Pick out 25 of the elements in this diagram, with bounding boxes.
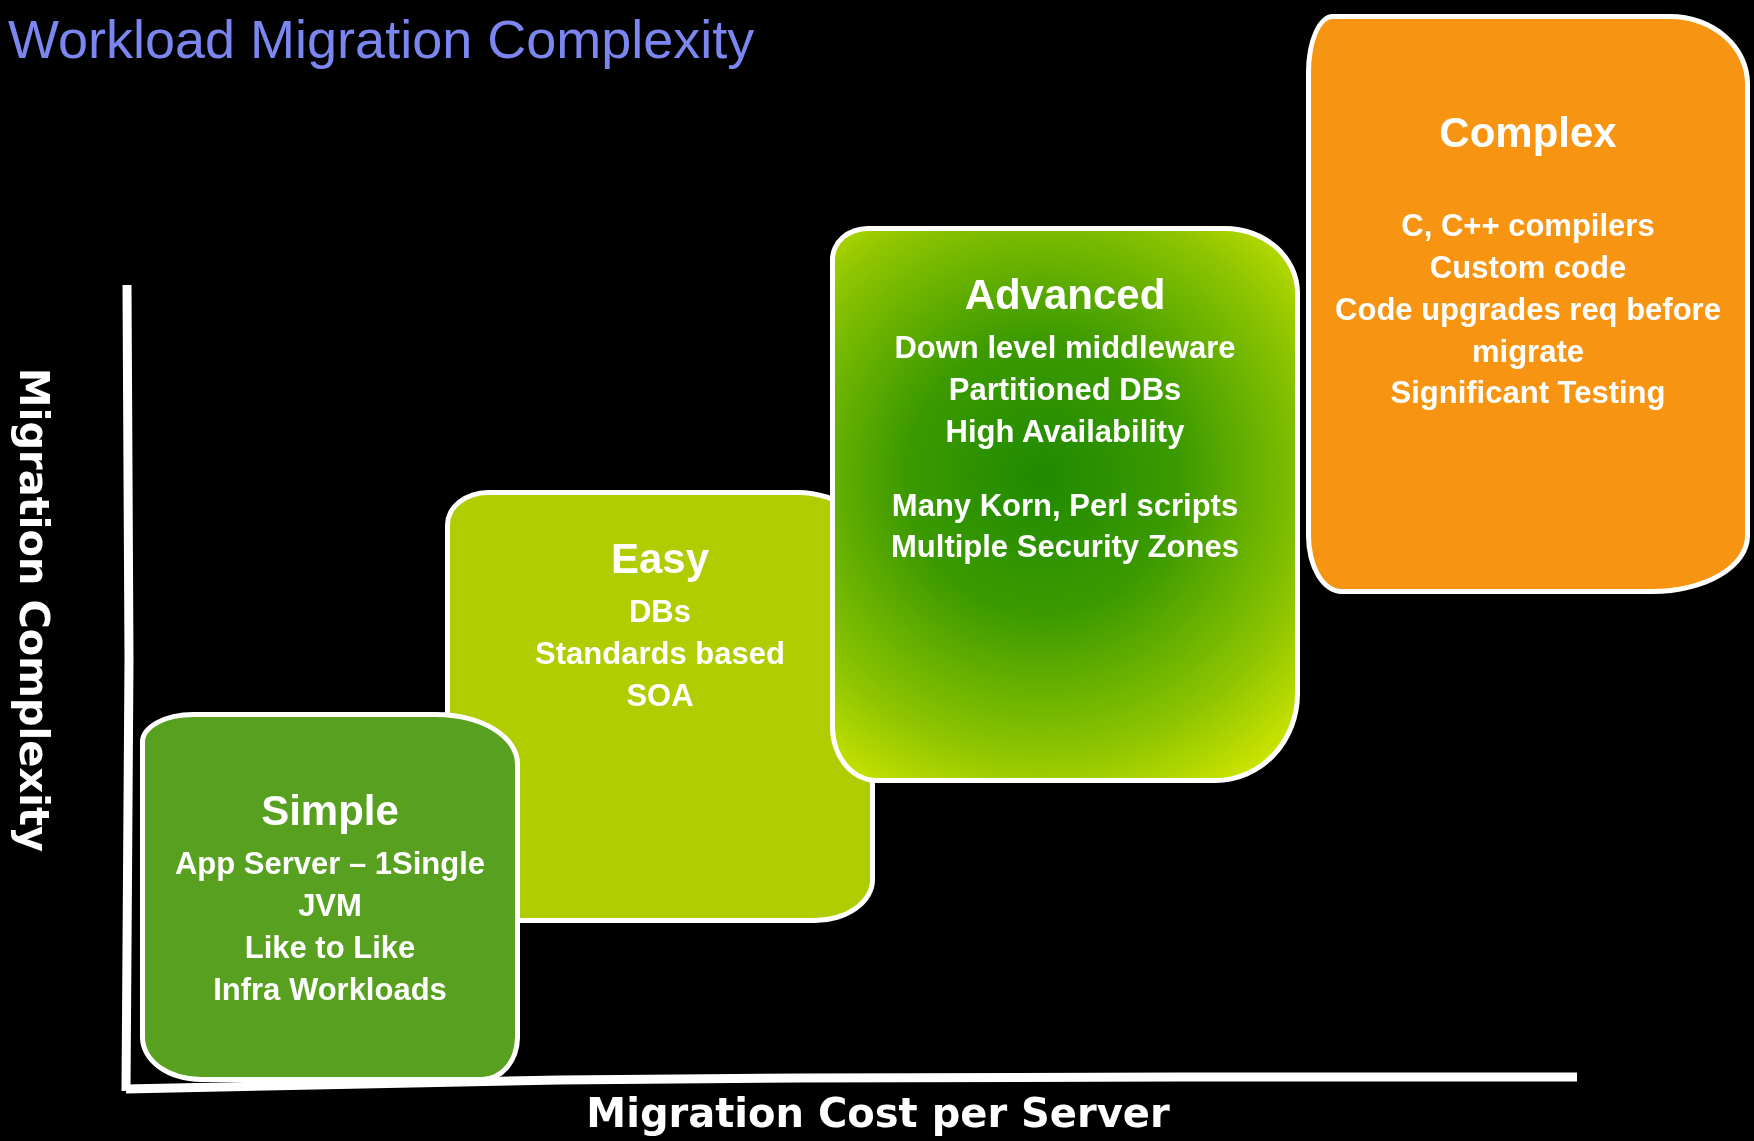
heading: Simple (261, 787, 399, 835)
list-item: Many Korn, Perl scripts (891, 486, 1239, 525)
list-item: Multiple Security Zones (891, 528, 1239, 567)
axis-label: Migration Complexity (11, 367, 57, 853)
list-item: Like to Like (244, 928, 416, 967)
list-item: Down level middleware (894, 329, 1236, 367)
list-item: Significant Testing (1390, 374, 1666, 413)
blob-shape (140, 712, 520, 1082)
axis-label: Migration Cost per Server (586, 1090, 1170, 1136)
heading: Advanced (964, 271, 1166, 319)
list-item: SOA (626, 676, 694, 715)
title: Workload Migration Complexity (8, 8, 755, 70)
heading: Easy (610, 535, 710, 583)
list-item: App Server – 1Single JVM (173, 845, 487, 925)
list-item: DBs (629, 593, 691, 631)
list-item: Standards based (535, 634, 785, 673)
blob-shape (830, 226, 1300, 783)
list-item: C, C++ compilers (1401, 207, 1655, 245)
list-item: Custom code (1429, 248, 1627, 287)
list-item: Code upgrades req before migrate (1334, 290, 1722, 371)
list-item: Infra Workloads (213, 970, 447, 1009)
list-item: High Availability (945, 412, 1185, 451)
heading: Complex (1439, 109, 1617, 157)
blob-shape (1306, 14, 1750, 594)
list-item: Partitioned DBs (948, 370, 1182, 409)
